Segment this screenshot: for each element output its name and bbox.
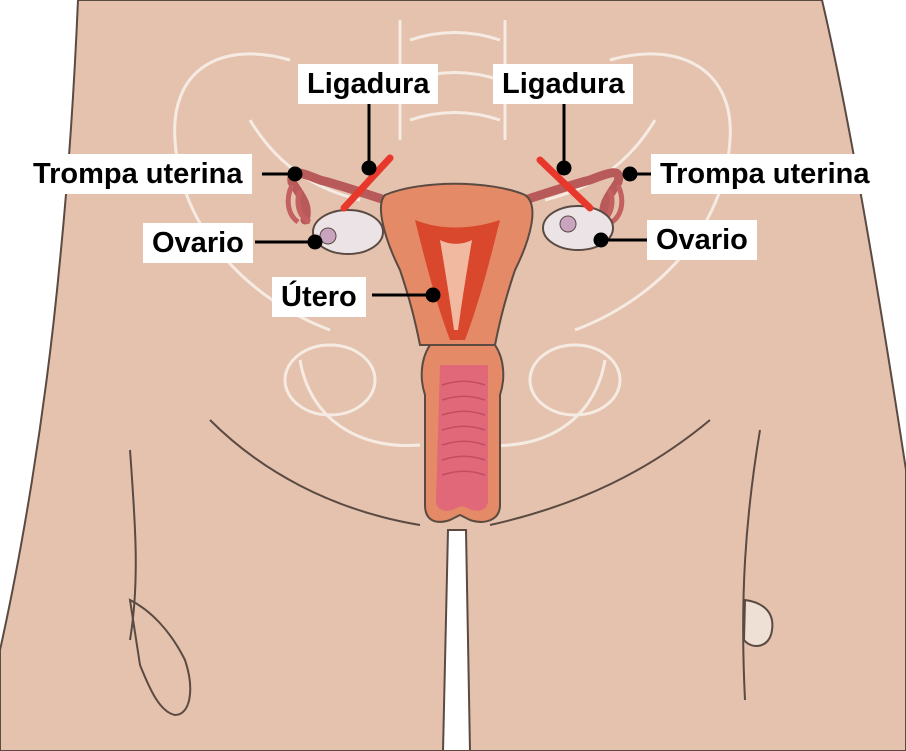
label-ovary-right: Ovario xyxy=(647,220,757,260)
label-fallopian-tube-left: Trompa uterina xyxy=(24,154,252,194)
label-uterus: Útero xyxy=(272,277,366,317)
vaginal-lumen xyxy=(436,365,488,511)
label-ligature-left: Ligadura xyxy=(298,64,438,104)
thigh-gap xyxy=(443,530,470,751)
label-fallopian-tube-right: Trompa uterina xyxy=(651,154,879,194)
label-ovary-left: Ovario xyxy=(143,223,253,263)
label-ligature-right: Ligadura xyxy=(493,64,633,104)
